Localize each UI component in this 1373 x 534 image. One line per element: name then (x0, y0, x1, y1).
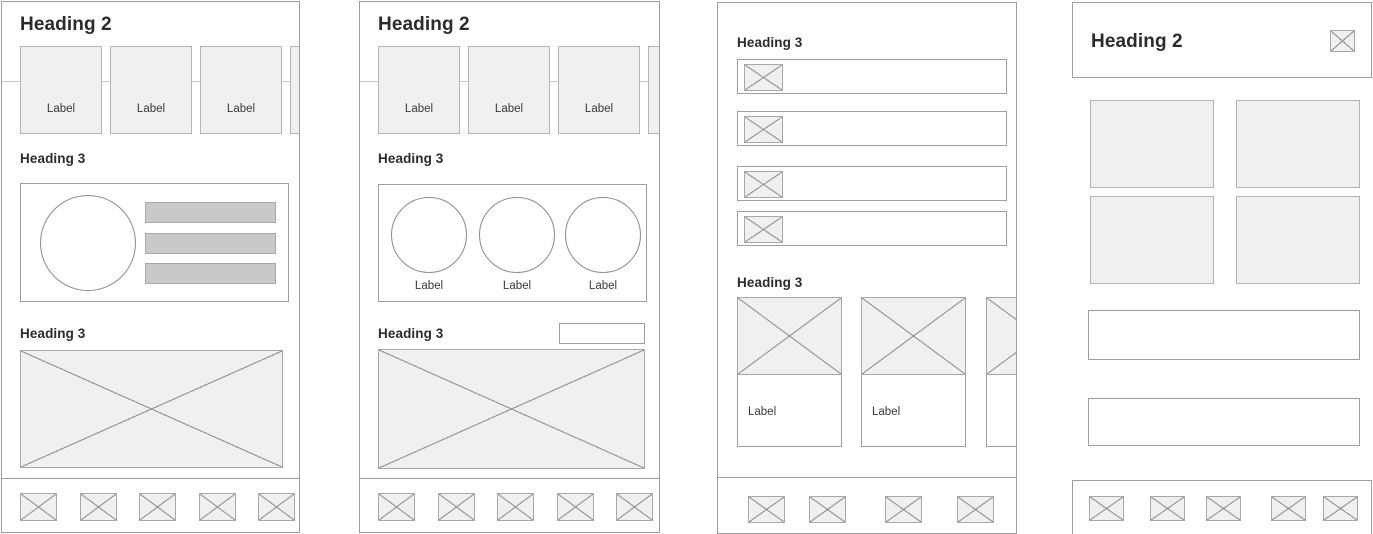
panel1-tile-1-label: Label (46, 103, 76, 115)
panel4-field-2[interactable] (1088, 398, 1360, 446)
panel2-circles-card: Label Label Label (378, 184, 647, 302)
image-placeholder (986, 297, 1016, 375)
list-item[interactable] (737, 59, 1007, 94)
media-card-label: Label (748, 406, 777, 418)
grid-box[interactable] (1090, 100, 1214, 188)
panel2-section-circles-heading: Heading 3 (378, 151, 444, 166)
grid-box[interactable] (1090, 196, 1214, 284)
image-icon[interactable] (199, 493, 236, 521)
panel-grid: Heading 2 (1072, 2, 1372, 534)
panel3-section-rows-heading: Heading 3 (737, 35, 803, 50)
image-icon[interactable] (1330, 30, 1355, 52)
panel1-profile-card (20, 183, 289, 302)
image-icon[interactable] (1323, 496, 1358, 521)
image-icon[interactable] (20, 493, 57, 521)
panel1-tile-4-clipped[interactable] (290, 46, 299, 134)
panel2-tile-2[interactable]: Label (468, 46, 550, 134)
panel1-section-profile-heading: Heading 3 (20, 151, 86, 166)
image-icon[interactable] (1150, 496, 1185, 521)
panel4-field-1[interactable] (1088, 310, 1360, 360)
circle-avatar-icon (40, 195, 136, 291)
panel1-footer (2, 478, 299, 532)
panel2-circle-3-label: Label (588, 280, 618, 292)
media-card[interactable]: Label (861, 297, 966, 447)
panel2-page-title: Heading 2 (378, 14, 470, 35)
media-card-label: Label (872, 406, 901, 418)
image-icon[interactable] (139, 493, 176, 521)
image-icon[interactable] (1206, 496, 1241, 521)
circle-icon[interactable] (391, 197, 467, 273)
panel2-section-media-heading: Heading 3 (378, 326, 444, 341)
image-icon[interactable] (809, 496, 846, 523)
panel4-page-title: Heading 2 (1091, 31, 1183, 52)
grid-box[interactable] (1236, 100, 1360, 188)
image-icon[interactable] (258, 493, 295, 521)
list-item[interactable] (737, 166, 1007, 201)
image-icon[interactable] (557, 493, 594, 521)
image-icon[interactable] (957, 496, 994, 523)
grid-box[interactable] (1236, 196, 1360, 284)
media-card-clipped[interactable] (986, 297, 1016, 447)
panel-rows: Heading 3 Heading 3 Label Label (717, 2, 1017, 534)
panel1-profile-bar-2 (145, 233, 276, 254)
panel2-tile-3-label: Label (584, 103, 614, 115)
image-icon[interactable] (616, 493, 653, 521)
panel2-tile-1-label: Label (404, 103, 434, 115)
image-icon[interactable] (497, 493, 534, 521)
circle-icon[interactable] (479, 197, 555, 273)
image-icon[interactable] (885, 496, 922, 523)
panel1-tile-3[interactable]: Label (200, 46, 282, 134)
list-item[interactable] (737, 211, 1007, 246)
panel1-profile-bar-3 (145, 263, 276, 284)
image-placeholder[interactable] (20, 350, 283, 468)
panel2-tile-4-clipped[interactable] (648, 46, 659, 134)
panel2-circle-2-label: Label (502, 280, 532, 292)
image-icon[interactable] (1089, 496, 1124, 521)
panel1-tile-3-label: Label (226, 103, 256, 115)
panel2-circle-1-label: Label (414, 280, 444, 292)
panel2-footer (360, 478, 659, 532)
panel2-tile-3[interactable]: Label (558, 46, 640, 134)
panel4-footer (1072, 480, 1372, 534)
image-icon[interactable] (1271, 496, 1306, 521)
image-icon[interactable] (748, 496, 785, 523)
image-placeholder (737, 297, 842, 375)
image-icon (744, 64, 783, 91)
panel1-tile-2-label: Label (136, 103, 166, 115)
panel3-footer (718, 477, 1016, 533)
panel2-action-field[interactable] (559, 323, 645, 344)
panel1-tile-1[interactable]: Label (20, 46, 102, 134)
circle-icon[interactable] (565, 197, 641, 273)
image-icon (744, 216, 783, 243)
panel-circle-list: Heading 2 Label Label Label Heading 3 La… (359, 1, 660, 533)
image-icon[interactable] (80, 493, 117, 521)
image-icon[interactable] (378, 493, 415, 521)
panel4-header: Heading 2 (1072, 2, 1372, 78)
image-icon (744, 171, 783, 198)
panel1-tile-2[interactable]: Label (110, 46, 192, 134)
image-icon[interactable] (438, 493, 475, 521)
list-item[interactable] (737, 111, 1007, 146)
panel1-page-title: Heading 2 (20, 14, 112, 35)
panel-card-list: Heading 2 Label Label Label Heading 3 He… (1, 1, 300, 533)
image-icon (744, 116, 783, 143)
panel2-tile-1[interactable]: Label (378, 46, 460, 134)
panel1-profile-bar-1 (145, 202, 276, 223)
panel1-section-media-heading: Heading 3 (20, 326, 86, 341)
image-placeholder (861, 297, 966, 375)
panel3-section-cards-heading: Heading 3 (737, 275, 803, 290)
media-card[interactable]: Label (737, 297, 842, 447)
panel2-tile-2-label: Label (494, 103, 524, 115)
image-placeholder[interactable] (378, 349, 645, 469)
